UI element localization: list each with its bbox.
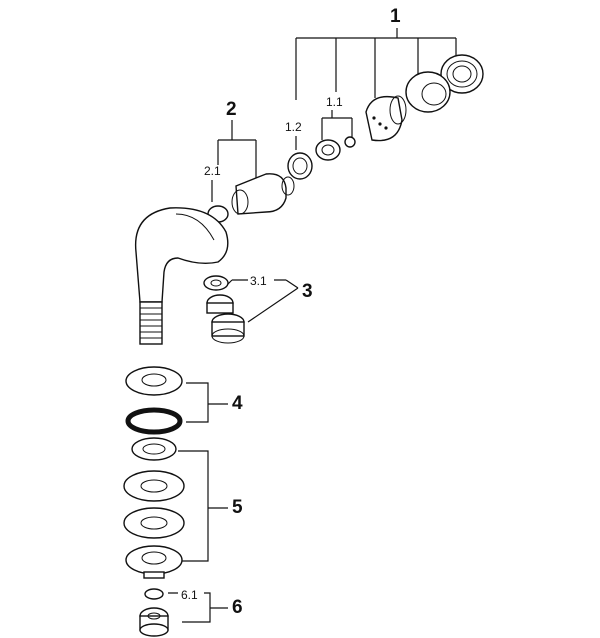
part-4-flange-seal: [125, 366, 183, 435]
callout-3-1: 3.1: [250, 274, 267, 288]
part-1-assembly: [287, 54, 484, 180]
spout-body: [134, 207, 229, 345]
callout-1-1: 1.1: [326, 95, 343, 109]
part-3-aerator: [203, 275, 245, 344]
part-5-washers: [123, 437, 185, 579]
leader-lines: [168, 28, 457, 623]
callout-2-1: 2.1: [204, 164, 221, 178]
callout-1-2: 1.2: [285, 120, 302, 134]
part-6-nut: [139, 588, 169, 637]
callout-5: 5: [232, 497, 243, 518]
callout-6-1: 6.1: [181, 588, 198, 602]
callout-3: 3: [302, 281, 313, 302]
part-2-cartridge: [207, 173, 295, 223]
callout-4: 4: [232, 393, 243, 414]
callout-1: 1: [390, 6, 401, 27]
callout-2: 2: [226, 99, 237, 120]
callout-6: 6: [232, 597, 243, 618]
